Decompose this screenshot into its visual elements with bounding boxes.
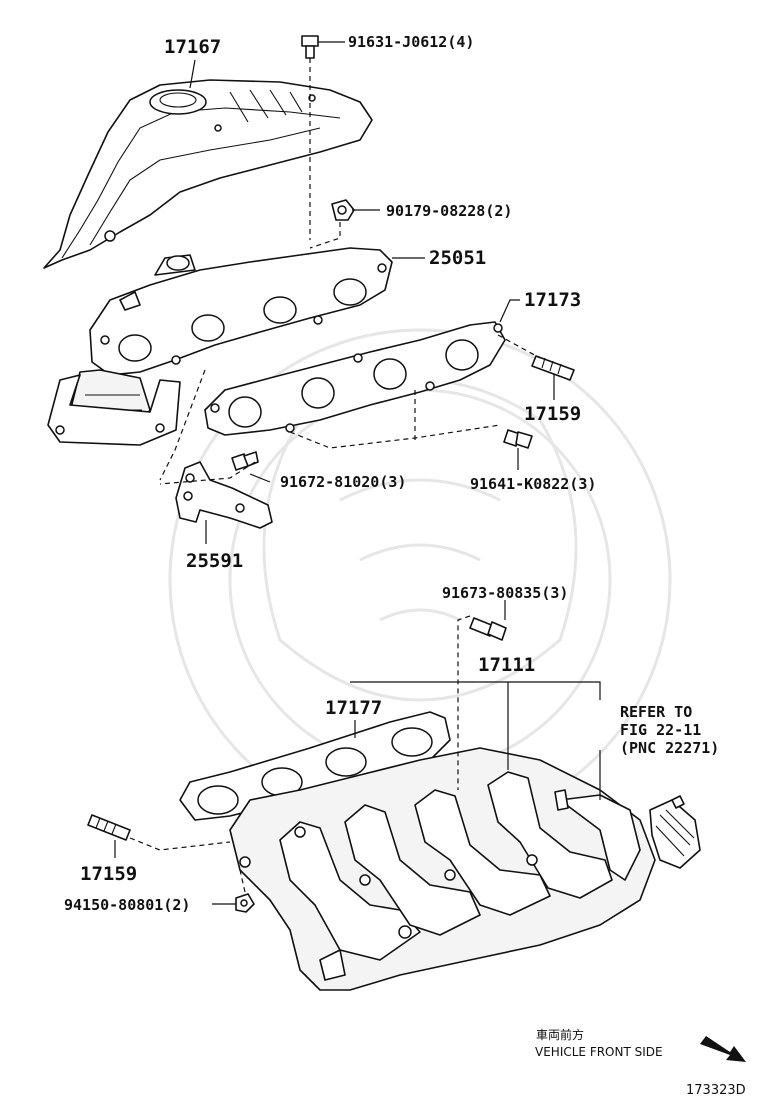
figure-id: 173323D	[686, 1083, 746, 1098]
label-25051: 25051	[429, 247, 486, 269]
bolt-91631	[301, 35, 319, 59]
throttle-body-gasket-ref	[649, 795, 701, 869]
label-94150: 94150-80801(2)	[64, 896, 190, 914]
manifold-bracket-25591	[175, 461, 273, 529]
direction-label-english: VEHICLE FRONT SIDE	[535, 1045, 663, 1059]
label-90179: 90179-08228(2)	[386, 202, 512, 220]
exhaust-gasket-17173	[204, 321, 506, 436]
bolt-91673	[469, 617, 507, 641]
heat-insulator-17167	[43, 79, 373, 269]
bolt-91641	[503, 429, 533, 449]
refer-note-line2: FIG 22-11	[620, 721, 701, 739]
label-17159-upper: 17159	[524, 403, 581, 425]
nut-90179	[331, 199, 355, 221]
refer-note-line3: (PNC 22271)	[620, 739, 719, 757]
direction-label-japanese: 車両前方	[536, 1027, 584, 1042]
leader-lines	[114, 41, 601, 905]
label-25591: 25591	[186, 550, 243, 572]
stud-17159-upper	[531, 355, 575, 381]
label-91672: 91672-81020(3)	[280, 473, 406, 491]
label-17111: 17111	[478, 654, 535, 676]
exhaust-manifold-25051	[47, 247, 393, 446]
label-17173: 17173	[524, 289, 581, 311]
front-direction-arrow-icon	[700, 1036, 746, 1062]
label-17167: 17167	[164, 36, 221, 58]
label-91631: 91631-J0612(4)	[348, 33, 474, 51]
nut-94150	[235, 893, 255, 913]
label-17177: 17177	[325, 697, 382, 719]
label-91641: 91641-K0822(3)	[470, 475, 596, 493]
intake-gasket-17177	[179, 711, 451, 821]
label-17159-lower: 17159	[80, 863, 137, 885]
intake-manifold-17111	[229, 747, 656, 991]
refer-note-line1: REFER TO	[620, 703, 692, 721]
stud-17159-lower	[87, 814, 131, 841]
label-91673: 91673-80835(3)	[442, 584, 568, 602]
bolt-91672	[231, 451, 259, 471]
